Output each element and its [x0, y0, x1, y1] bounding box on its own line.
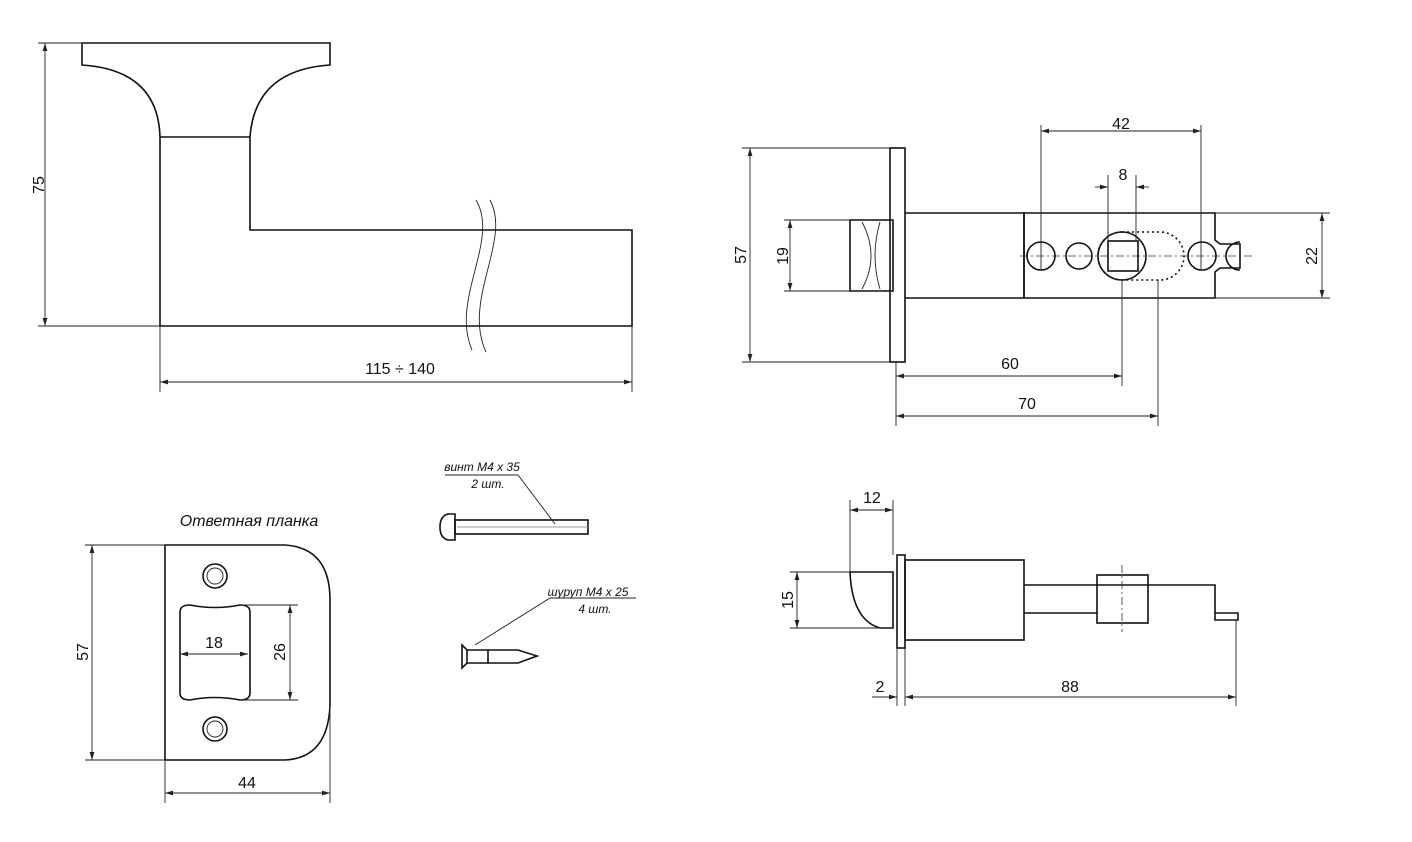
machine-screw-qty: 2 шт. [470, 477, 504, 491]
strike-height-label: 57 [75, 643, 92, 661]
bolt-height-label: 19 [775, 247, 792, 265]
faceplate-thickness-label: 2 [876, 679, 885, 696]
hole-spacing-label: 42 [1112, 116, 1130, 133]
square-size-label: 8 [1119, 167, 1128, 184]
handle-length-label: 115 ÷ 140 [365, 361, 435, 378]
faceplate-height-label: 57 [733, 246, 750, 264]
latch-side-view: 12 15 2 88 [780, 490, 1239, 706]
strike-width-label: 44 [238, 775, 256, 792]
handle-view: 75 115 ÷ 140 [31, 42, 633, 392]
side-bolt-height-label: 15 [780, 591, 797, 609]
backset-70-label: 70 [1018, 396, 1036, 413]
bolt-projection-label: 12 [863, 490, 881, 507]
strike-plate-title: Ответная планка [180, 513, 319, 530]
machine-screw-name: винт М4 х 35 [444, 460, 520, 474]
case-length-label: 88 [1061, 679, 1079, 696]
wood-screw-name: шуруп М4 х 25 [548, 585, 629, 599]
wood-screw-qty: 4 шт. [578, 602, 611, 616]
latch-front-view: 42 8 22 57 19 60 70 [733, 116, 1330, 426]
strike-plate-view: Ответная планка 57 44 18 26 [75, 513, 331, 803]
backset-60-label: 60 [1001, 356, 1019, 373]
window-height-label: 26 [272, 643, 289, 661]
case-height-label: 22 [1304, 247, 1321, 265]
machine-screw: винт М4 х 35 2 шт. [439, 460, 589, 541]
wood-screw: шуруп М4 х 25 4 шт. [461, 585, 636, 670]
handle-height-label: 75 [31, 176, 48, 194]
window-width-label: 18 [205, 635, 223, 652]
